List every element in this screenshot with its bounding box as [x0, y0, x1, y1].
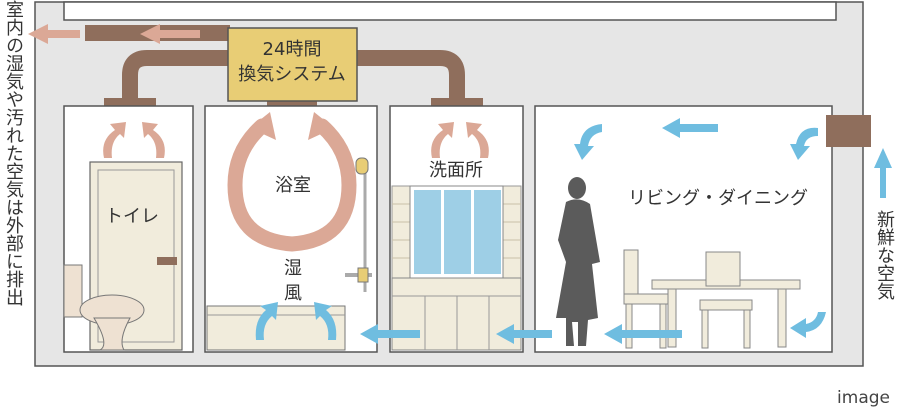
room-washroom: 洗面所 [389, 105, 524, 353]
duct-vents [104, 98, 483, 108]
person-silhouette [556, 177, 600, 346]
fresh-air-arrows [255, 118, 892, 344]
fresh-air-label: 新鮮な空気 [874, 210, 895, 300]
room-living-dining: リビング・ダイニング [534, 105, 833, 353]
humid-air-label-line1: 湿 [284, 258, 302, 279]
room-label-bathroom: 浴室 [275, 175, 311, 196]
system-box-line2: 換気システム [238, 64, 345, 85]
room-label-toilet: トイレ [105, 206, 159, 227]
ventilation-system-box: 24時間 換気システム [227, 27, 358, 102]
humid-air-label-line2: 風 [284, 283, 302, 304]
exhaust-rise-arrows [103, 122, 489, 158]
room-toilet: トイレ [63, 105, 194, 353]
system-box-line1: 24時間 [263, 39, 322, 60]
room-label-living-dining: リビング・ダイニング [628, 188, 808, 209]
exhaust-description-label: 室内の湿気や汚れた空気は外部に排出 [3, 0, 24, 306]
fresh-air-inlet [826, 115, 871, 147]
image-caption: image [837, 388, 890, 408]
room-label-washroom: 洗面所 [429, 160, 483, 181]
exhaust-outlet-arrows [28, 24, 200, 44]
room-bathroom: 浴室 湿 風 [204, 105, 378, 353]
